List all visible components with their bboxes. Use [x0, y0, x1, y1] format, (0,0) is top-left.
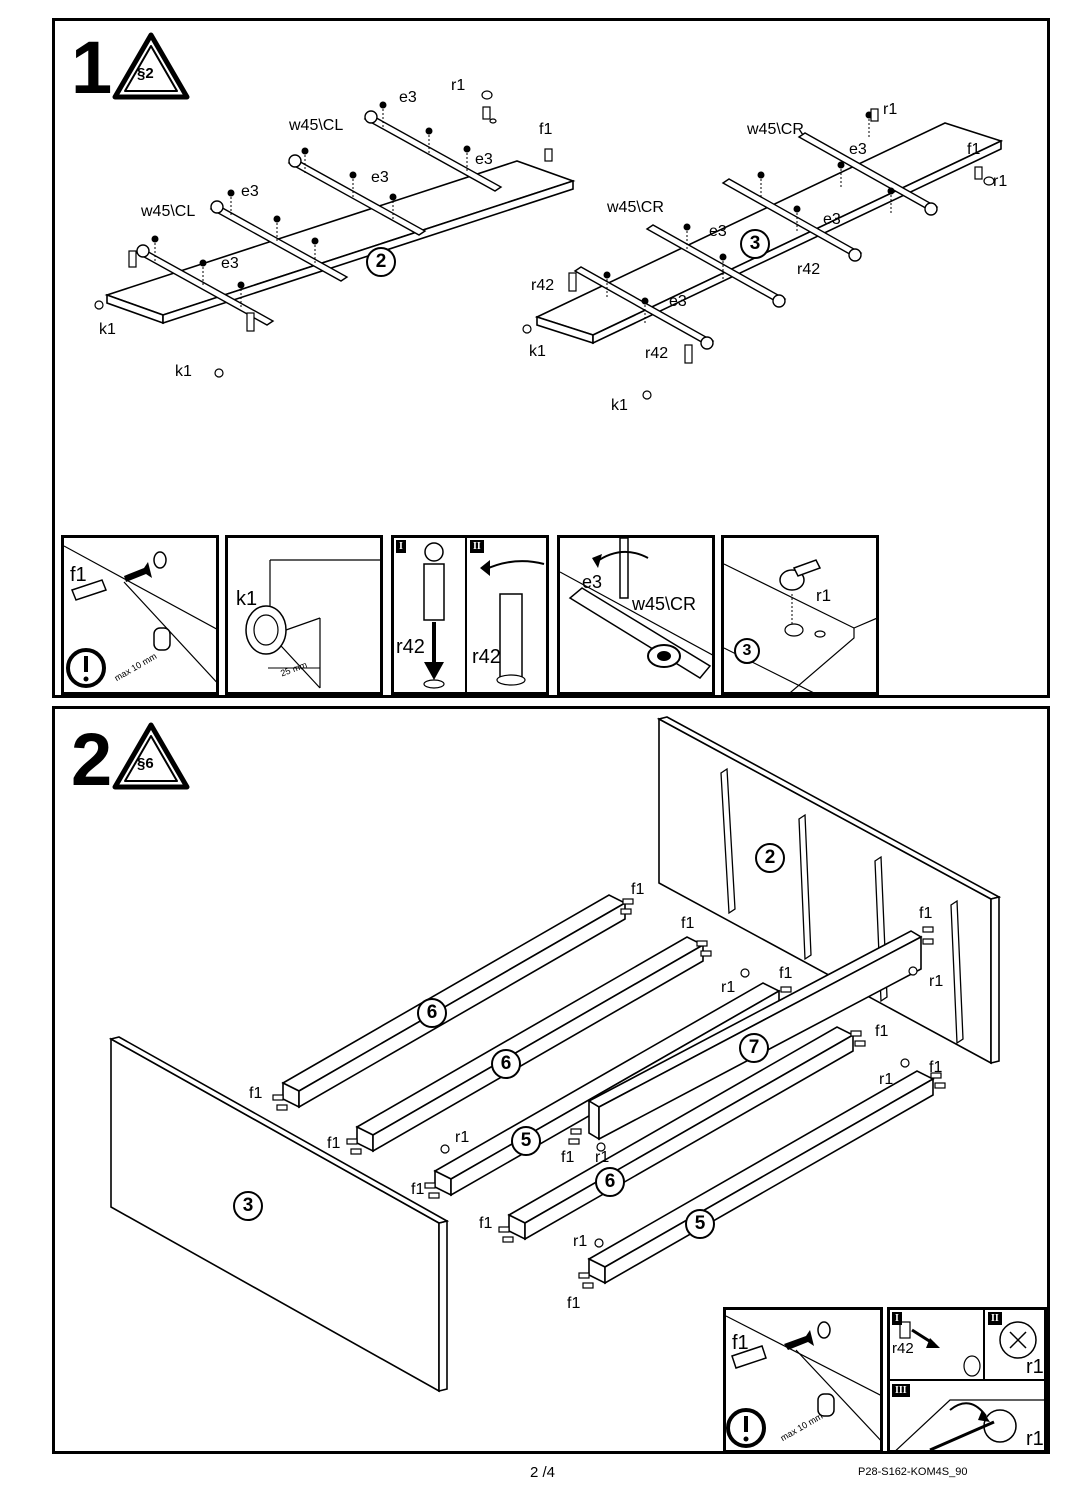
roman-step-ii: II [470, 540, 484, 553]
label-e3: e3 [823, 211, 841, 228]
part-number-3: 3 [233, 1191, 263, 1221]
part-number-7: 7 [739, 1033, 769, 1063]
label-k1: k1 [529, 343, 546, 360]
step1-drawing [94, 90, 1004, 400]
step2-drawing [108, 716, 1002, 1393]
detail-label-r1: r1 [816, 586, 832, 605]
label-e3: e3 [241, 183, 259, 200]
detail-foot-insert: k1 25 mm [225, 535, 383, 695]
part-number-5: 5 [511, 1126, 541, 1156]
part-number-3: 3 [740, 229, 770, 259]
part-number-3: 3 [734, 638, 760, 664]
step-number: 1 [71, 26, 113, 109]
label-k1: k1 [175, 363, 192, 380]
label-f1: f1 [479, 1215, 493, 1232]
detail-label-w45cr: w45\CR [632, 594, 697, 614]
step-2-panel: 2 §6 [52, 706, 1050, 1454]
panel-3 [108, 1036, 450, 1393]
label-r1: r1 [721, 979, 736, 996]
warning-code: §6 [137, 755, 154, 772]
label-r1: r1 [879, 1071, 894, 1088]
label-e3: e3 [669, 293, 687, 310]
detail-label-f1: f1 [732, 1332, 749, 1354]
dowels-left [94, 90, 553, 378]
label-r1: r1 [929, 973, 944, 990]
label-r1: r1 [451, 77, 466, 94]
detail-label-r1: r1 [1026, 1356, 1044, 1378]
label-w45cr: w45\CR [607, 199, 664, 216]
screws-left [151, 101, 471, 309]
panel-right-board [534, 122, 1004, 345]
label-f1: f1 [327, 1135, 341, 1152]
label-f1: f1 [875, 1023, 889, 1040]
label-f1: f1 [779, 965, 793, 982]
detail-label-f1: f1 [70, 564, 87, 586]
dowels [272, 898, 946, 1289]
document-code: P28-S162-KOM4S_90 [858, 1466, 968, 1478]
roman-step-i: I [396, 540, 406, 553]
detail-runner-screw: e3 w45\CR [557, 535, 715, 695]
step-1-panel: 1 §2 [52, 18, 1050, 698]
part-number-6: 6 [595, 1167, 625, 1197]
label-r42: r42 [531, 277, 555, 294]
label-f1: f1 [681, 915, 695, 932]
detail-label-r42: r42 [892, 1340, 914, 1357]
label-f1: f1 [539, 121, 553, 138]
detail-dowel-insert: f1 max 10 mm [61, 535, 219, 695]
label-f1: f1 [919, 905, 933, 922]
label-r1: r1 [573, 1233, 588, 1250]
runners-right [573, 132, 939, 350]
detail-dowel-insert: f1 max 10 mm [723, 1307, 883, 1453]
label-r1: r1 [993, 173, 1008, 190]
label-e3: e3 [475, 151, 493, 168]
label-w45cl: w45\CL [141, 203, 196, 220]
label-f1: f1 [561, 1149, 575, 1166]
label-e3: e3 [371, 169, 389, 186]
label-r1: r1 [455, 1129, 470, 1146]
detail-cam-lock: r1 3 [721, 535, 879, 695]
label-f1: f1 [249, 1085, 263, 1102]
label-w45cr: w45\CR [747, 121, 804, 138]
detail-label-r1: r1 [1026, 1428, 1044, 1450]
detail-leveler-insert: I II r42 r42 [391, 535, 549, 695]
label-f1: f1 [631, 881, 645, 898]
dowels-right [522, 108, 995, 400]
page-number: 2 /4 [530, 1464, 556, 1481]
label-k1: k1 [99, 321, 116, 338]
warning-triangle-icon: §6 [111, 721, 191, 793]
label-r1: r1 [595, 1149, 610, 1166]
label-r42: r42 [645, 345, 669, 362]
detail-label-k1: k1 [236, 588, 258, 610]
screws-right [603, 111, 895, 325]
label-k1: k1 [611, 397, 628, 414]
runners-left [135, 110, 503, 326]
part-number-5: 5 [685, 1209, 715, 1239]
part-number-6: 6 [417, 998, 447, 1028]
label-f1: f1 [929, 1059, 943, 1076]
detail-cam-lock-steps: I II III r42 r1 r1 [887, 1307, 1047, 1453]
label-e3: e3 [709, 223, 727, 240]
step-number: 2 [71, 718, 113, 801]
part-number-2: 2 [755, 843, 785, 873]
roman-step-i: I [892, 1312, 902, 1325]
warning-code: §2 [137, 65, 154, 82]
warning-triangle-icon: §2 [111, 31, 191, 103]
label-e3: e3 [399, 89, 417, 106]
detail-label-e3: e3 [582, 572, 603, 592]
label-e3: e3 [849, 141, 867, 158]
roman-step-ii: II [988, 1312, 1002, 1325]
label-r42: r42 [797, 261, 821, 278]
panel-2 [656, 716, 1002, 1065]
label-e3: e3 [221, 255, 239, 272]
detail-label-r42: r42 [396, 636, 425, 658]
roman-step-iii: III [892, 1384, 910, 1397]
label-f1: f1 [567, 1295, 581, 1312]
detail-label-r42: r42 [472, 646, 501, 668]
label-f1: f1 [967, 141, 981, 158]
label-r1: r1 [883, 101, 898, 118]
label-f1: f1 [411, 1181, 425, 1198]
part-number-2: 2 [366, 247, 396, 277]
part-number-6: 6 [491, 1049, 521, 1079]
label-w45cl: w45\CL [289, 117, 344, 134]
